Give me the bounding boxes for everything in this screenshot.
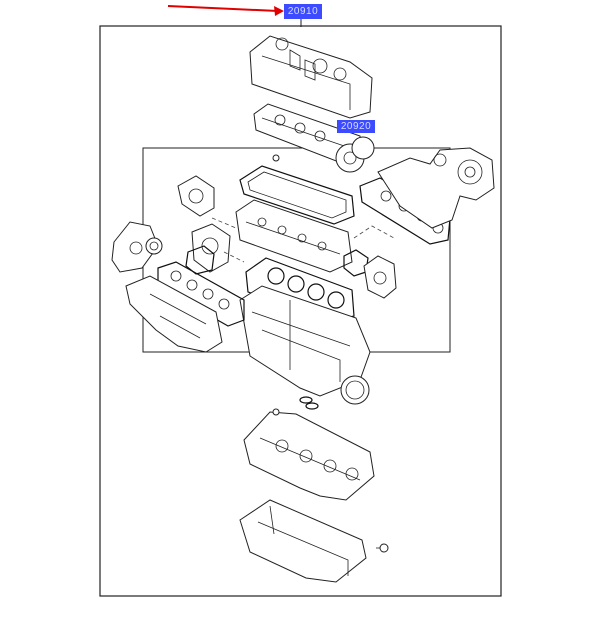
part-number-callout-sub[interactable]: 20920 <box>337 120 375 133</box>
outer-frame <box>99 25 502 597</box>
valve-cover <box>249 35 373 119</box>
drain-plug <box>376 543 389 553</box>
water-pump <box>177 175 215 217</box>
crankshaft-rear-seal <box>340 375 370 405</box>
intake-manifold <box>125 275 223 353</box>
bolt <box>272 408 280 416</box>
intake-housing <box>191 223 231 273</box>
small-seal <box>272 154 280 162</box>
valve-cover-gasket <box>239 165 355 225</box>
red-arrow-icon <box>167 5 284 16</box>
camshaft-assembly <box>253 103 375 173</box>
front-crank-seal <box>145 237 163 255</box>
intake-housing-gasket <box>185 245 215 275</box>
cylinder-head <box>235 199 353 273</box>
vacuum-pump <box>363 255 397 299</box>
o-rings <box>299 396 319 410</box>
guide-line-2 <box>223 251 245 263</box>
turbocharger <box>377 147 495 229</box>
guide-line-3 <box>211 217 237 229</box>
timing-cover <box>111 221 159 273</box>
oil-pan <box>239 499 367 583</box>
ladder-frame <box>243 411 375 501</box>
cylinder-head-gasket <box>245 257 355 323</box>
guide-line-1 <box>353 225 395 239</box>
part-number-callout-main[interactable]: 20910 <box>284 4 322 19</box>
